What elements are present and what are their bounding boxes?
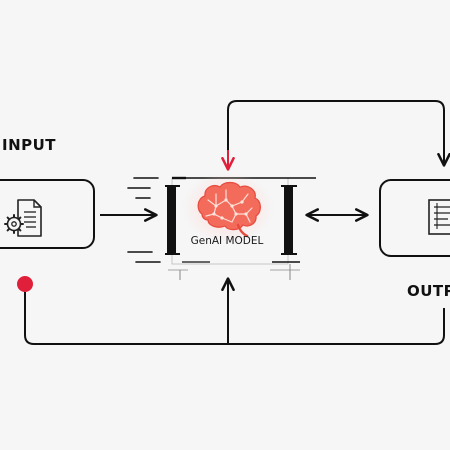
- feedback-loop-bottom: [24, 292, 445, 345]
- motion-lines: [127, 177, 161, 263]
- model-label: GenAI MODEL: [190, 235, 264, 247]
- start-dot: [17, 276, 33, 292]
- output-label: OUTP: [407, 282, 450, 300]
- text-document-icon: [428, 199, 450, 235]
- feedback-loop-top: [227, 100, 450, 167]
- document-gear-icon: [4, 199, 42, 237]
- output-box: [379, 179, 450, 257]
- model-left-bar: [165, 185, 180, 255]
- input-label: INPUT: [2, 136, 57, 154]
- brain-icon: [182, 172, 274, 244]
- model-right-bar: [281, 185, 297, 255]
- input-box: [0, 179, 95, 249]
